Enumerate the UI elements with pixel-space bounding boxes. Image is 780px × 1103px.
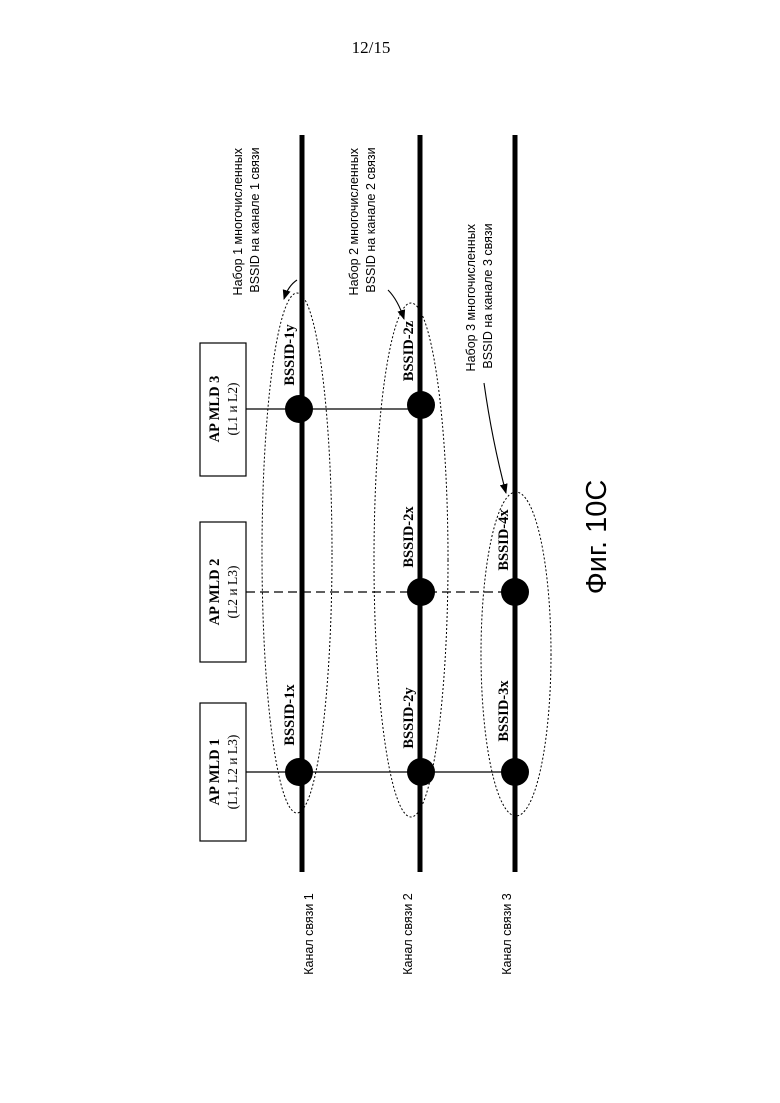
- svg-text:Набор 1 многочисленных B: Набор 1 многочисленных BSSID на канале 1…: [231, 145, 262, 296]
- set2-line1: Набор 2 многочисленных: [347, 147, 361, 295]
- node-link3-ap1: [501, 758, 529, 786]
- link3-label: Канал связи 3: [500, 893, 514, 975]
- figure-caption: Фиг. 10С: [581, 480, 613, 595]
- set1-line2: BSSID на канале 1 связи: [248, 147, 262, 292]
- svg-text:Набор 3 многочисленных B: Набор 3 многочисленных BSSID на канале 3…: [464, 221, 495, 372]
- bssid-2x-label: BSSID-2x: [401, 506, 417, 568]
- link2-label: Канал связи 2: [401, 893, 415, 975]
- ap-mld-1-subtitle: (L1, L2 и L3): [225, 735, 240, 810]
- bssid-3x-label: BSSID-3x: [496, 680, 512, 742]
- bssid-1x-label: BSSID-1x: [282, 684, 298, 746]
- ap-mld-2-title: AP MLD 2: [207, 559, 223, 626]
- node-link2-ap2: [407, 578, 435, 606]
- set2-annotation: Набор 2 многочисленных BSSID на канале 2…: [347, 145, 378, 296]
- ap-mld-1: AP MLD 1 (L1, L2 и L3): [200, 703, 246, 841]
- set1-annotation: Набор 1 многочисленных BSSID на канале 1…: [231, 145, 262, 296]
- set1-leader-arrow: [284, 280, 297, 299]
- node-link2-ap1: [407, 758, 435, 786]
- ap-mld-2: AP MLD 2 (L2 и L3): [200, 522, 246, 662]
- set3-line2: BSSID на канале 3 связи: [481, 223, 495, 368]
- set1-line1: Набор 1 многочисленных: [231, 147, 245, 295]
- ap-mld-3-subtitle: (L1 и L2): [225, 383, 240, 436]
- bssid-1y-label: BSSID-1y: [282, 324, 298, 386]
- link1-label: Канал связи 1: [302, 893, 316, 975]
- bssid-2z-label: BSSID-2z: [401, 320, 417, 381]
- node-link3-ap2: [501, 578, 529, 606]
- bssid-2y-label: BSSID-2y: [401, 687, 417, 749]
- set3-line1: Набор 3 многочисленных: [464, 223, 478, 371]
- node-link1-ap3: [285, 395, 313, 423]
- ap-mld-3-title: AP MLD 3: [207, 376, 223, 443]
- ap-mld-3: AP MLD 3 (L1 и L2): [200, 343, 246, 476]
- set2-line2: BSSID на канале 2 связи: [364, 147, 378, 292]
- ap-mld-1-title: AP MLD 1: [207, 739, 223, 806]
- ap-mld-2-subtitle: (L2 и L3): [225, 566, 240, 619]
- page-number: 12/15: [352, 38, 391, 57]
- set2-leader-arrow: [388, 290, 404, 319]
- bssid-4x-label: BSSID-4x: [496, 509, 512, 571]
- node-link2-ap3: [407, 391, 435, 419]
- node-link1-ap1: [285, 758, 313, 786]
- svg-text:Набор 2 многочисленных B: Набор 2 многочисленных BSSID на канале 2…: [347, 145, 378, 296]
- set3-leader-arrow: [484, 383, 506, 493]
- set3-annotation: Набор 3 многочисленных BSSID на канале 3…: [464, 221, 495, 372]
